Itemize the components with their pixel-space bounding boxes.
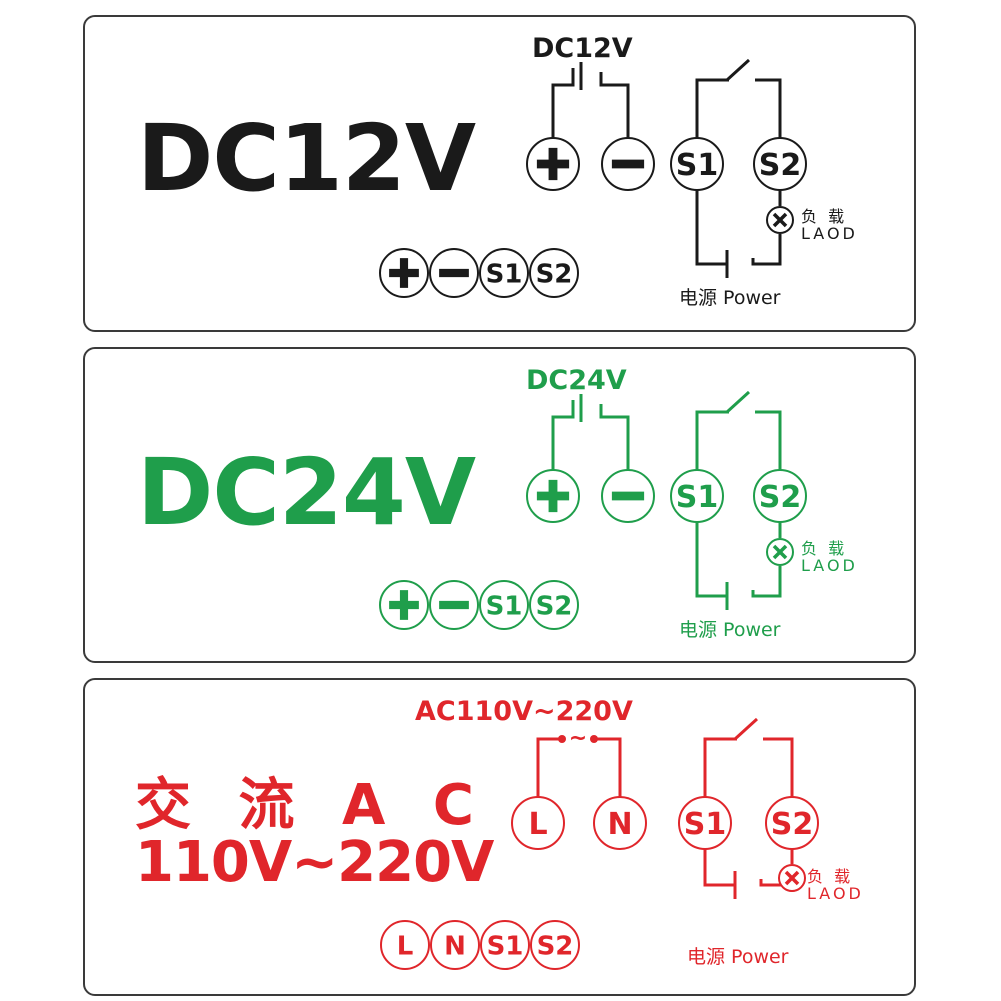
load-label-en: LAOD: [807, 884, 864, 903]
supply-wire-live: [536, 737, 562, 797]
load-wire-s1: [703, 849, 735, 887]
supply-voltage-label: AC110V~220V: [415, 696, 633, 727]
terminal-1-label: L: [528, 807, 547, 842]
panel-title-line1: 交 流 A C: [135, 773, 488, 838]
load-label-cn: 负 载: [807, 867, 854, 886]
terminal-3-circle: [678, 796, 732, 850]
bottom-terminal-3-label: S1: [487, 931, 524, 961]
bottom-terminal-4-label: S2: [536, 259, 573, 289]
terminal-4-circle: [753, 137, 807, 191]
terminal-4-label: S2: [759, 148, 801, 183]
terminal-4-circle: [765, 796, 819, 850]
load-wire-return: [751, 234, 782, 266]
bottom-terminal-4-label: S2: [537, 931, 574, 961]
bottom-terminal-3-circle: [480, 920, 530, 970]
load-label-en: LAOD: [801, 224, 858, 243]
panel-title: DC12V: [137, 105, 476, 212]
panel-title: DC24V: [137, 439, 476, 546]
relay-wire-s1: [695, 78, 729, 138]
terminal-2-circle: [593, 796, 647, 850]
ac-source-symbol: ~: [569, 726, 587, 751]
bottom-terminal-4-label: S2: [536, 591, 573, 621]
terminal-4-label: S2: [771, 807, 813, 842]
bottom-terminal-3-circle: [479, 248, 529, 298]
supply-wire-positive: [551, 68, 575, 138]
power-label: 电源 Power: [679, 287, 781, 309]
supply-voltage-label: DC12V: [532, 33, 633, 64]
bottom-terminal-3-label: S1: [486, 591, 523, 621]
power-label: 电源 Power: [679, 619, 781, 641]
load-label-cn: 负 载: [801, 207, 848, 226]
bottom-terminal-2-circle: [430, 920, 480, 970]
relay-wire-s1: [695, 410, 729, 470]
panel-title-line2: 110V~220V: [135, 830, 494, 895]
bottom-terminal-3-circle: [479, 580, 529, 630]
supply-node-l: [558, 735, 566, 743]
supply-wire-negative: [599, 72, 630, 138]
terminal-3-circle: [670, 137, 724, 191]
terminal-4-label: S2: [759, 480, 801, 515]
relay-wire-s2: [763, 737, 794, 797]
relay-switch-blade: [725, 58, 751, 82]
terminal-3-label: S1: [676, 480, 718, 515]
load-label-cn: 负 载: [801, 539, 848, 558]
relay-wire-s2: [755, 78, 782, 138]
load-wire-s1: [695, 522, 727, 598]
terminal-3-label: S1: [676, 148, 718, 183]
terminal-3-label: S1: [684, 807, 726, 842]
relay-switch-blade: [733, 717, 759, 741]
supply-wire-neutral: [594, 737, 622, 797]
power-label: 电源 Power: [687, 946, 789, 968]
load-wire-s1: [695, 190, 727, 266]
load-label-en: LAOD: [801, 556, 858, 575]
supply-voltage-label: DC24V: [526, 365, 627, 396]
bottom-terminal-3-label: S1: [486, 259, 523, 289]
load-lamp-cross-b: [772, 212, 788, 228]
load-lamp-cross-b: [784, 870, 800, 886]
terminal-3-circle: [670, 469, 724, 523]
relay-wire-s1: [703, 737, 737, 797]
bottom-terminal-1-label: L: [397, 931, 414, 961]
bottom-terminal-1-circle: [380, 920, 430, 970]
supply-wire-positive: [551, 400, 575, 470]
bottom-terminal-4-circle: [530, 920, 580, 970]
relay-switch-blade: [725, 390, 751, 414]
terminal-2-label: N: [607, 807, 632, 842]
terminal-1-circle: [511, 796, 565, 850]
load-wire-return: [751, 566, 782, 598]
relay-wire-s2: [755, 410, 782, 470]
bottom-terminal-2-label: N: [444, 931, 466, 961]
bottom-terminal-4-circle: [529, 248, 579, 298]
supply-wire-negative: [599, 404, 630, 470]
load-lamp-cross-b: [772, 544, 788, 560]
bottom-terminal-4-circle: [529, 580, 579, 630]
terminal-4-circle: [753, 469, 807, 523]
